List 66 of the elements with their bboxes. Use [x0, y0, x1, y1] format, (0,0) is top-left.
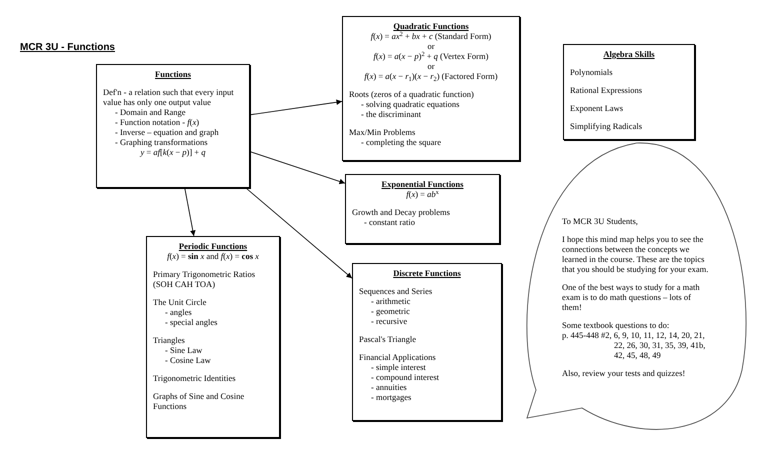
box-heading: Algebra Skills: [602, 49, 656, 59]
bullet-item: - geometric: [370, 306, 411, 316]
formula-text: f(x) = ab$^{x}$: [406, 189, 440, 199]
topic-text: Triangles: [153, 335, 186, 345]
bullet-item: - compound interest: [370, 372, 440, 382]
bullet-item: - completing the square: [360, 137, 442, 147]
topic-text: Trigonometric Identities: [153, 373, 237, 383]
bullet-item: - Graphing transformations: [114, 137, 209, 147]
bullet-item: - annuities: [370, 382, 408, 392]
bullet-item: - solving quadratic equations: [360, 99, 460, 109]
bullet-item: - Sine Law: [164, 345, 204, 355]
bullet-item: - Function notation - f(x): [114, 117, 200, 127]
topic-box: [342, 16, 520, 161]
topic-text: Rational Expressions: [570, 85, 644, 95]
bullet-item: - special angles: [164, 317, 218, 327]
topic-text: Sequences and Series: [359, 286, 434, 296]
bullet-item: - recursive: [370, 316, 408, 326]
topic-text: Also, review your tests and quizzes!: [562, 368, 686, 378]
bullet-item: - Inverse – equation and graph: [114, 127, 220, 137]
formula-text: or: [426, 61, 436, 71]
box-heading: Quadratic Functions: [392, 21, 470, 31]
box-heading: Exponential Functions: [380, 179, 464, 189]
bullet-item: - simple interest: [370, 362, 427, 372]
topic-box: [146, 236, 280, 438]
topic-text: Max/Min Problems: [349, 127, 416, 137]
arrow: [250, 99, 342, 116]
topic-text: Pascal's Triangle: [359, 334, 418, 344]
box-heading: Discrete Functions: [392, 268, 462, 278]
topic-box: [345, 174, 500, 244]
question-list: p. 445-448 #2, 6, 9, 10, 11, 12, 14, 20, 21, 22, 26, 30, 31, 35, 39, 41b, 42, 45, 48, 49: [562, 330, 710, 360]
arrow: [246, 188, 352, 279]
topic-text: Some textbook questions to do:: [562, 320, 670, 330]
bullet-item: - arithmetic: [370, 296, 412, 306]
bullet-item: - constant ratio: [363, 217, 416, 227]
formula-text: y = af[k(x − p)] + q: [138, 147, 206, 157]
topic-text: One of the best ways to study for a math exam is to do math questions – lots of them!: [562, 282, 701, 312]
bullet-item: - mortgages: [370, 392, 412, 402]
topic-text: Graphs of Sine and Cosine Functions: [153, 391, 246, 411]
arrow: [184, 188, 196, 236]
bullet-item: - angles: [164, 307, 193, 317]
topic-text: The Unit Circle: [153, 297, 208, 307]
topic-text: Exponent Laws: [570, 103, 624, 113]
topic-box: [563, 44, 695, 140]
formula-text: f(x) = a(x − p)$^{2}$ + q (Vertex Form): [372, 51, 490, 61]
diagram-title: MCR 3U - Functions: [20, 41, 115, 55]
bullet-item: - Domain and Range: [114, 107, 187, 117]
formula-text: or: [426, 41, 436, 51]
topic-text: Financial Applications: [359, 352, 437, 362]
box-heading: Functions: [154, 69, 192, 79]
bullet-item: - the discriminant: [360, 109, 422, 119]
topic-text: Simplifying Radicals: [570, 121, 644, 131]
formula-text: f(x) = a(x − r$_{1}$)(x − r$_{2}$) (Factored Form): [363, 71, 499, 81]
box-heading: Periodic Functions: [178, 241, 248, 251]
topic-box: [352, 263, 502, 421]
topic-box: [96, 64, 250, 188]
arrow: [250, 151, 346, 184]
topic-text: Def'n - a relation such that every input value has only one output value: [103, 87, 235, 107]
topic-text: Growth and Decay problems: [352, 207, 451, 217]
topic-text: Polynomials: [570, 67, 614, 77]
topic-text: I hope this mind map helps you to see the connections between the concepts we learned in the course. These are the topics that you should be studying for your exam.: [562, 234, 710, 274]
greeting-text: To MCR 3U Students,: [562, 216, 639, 226]
bullet-item: - Cosine Law: [164, 355, 212, 365]
formula-text: f(x) = sin x and f(x) = cos x: [166, 251, 260, 261]
topic-text: Primary Trigonometric Ratios (SOH CAH TOA): [153, 269, 256, 289]
formula-text: f(x) = ax$^{2}$ + bx + c (Standard Form): [370, 31, 492, 41]
topic-text: Roots (zeros of a quadratic function): [349, 89, 475, 99]
